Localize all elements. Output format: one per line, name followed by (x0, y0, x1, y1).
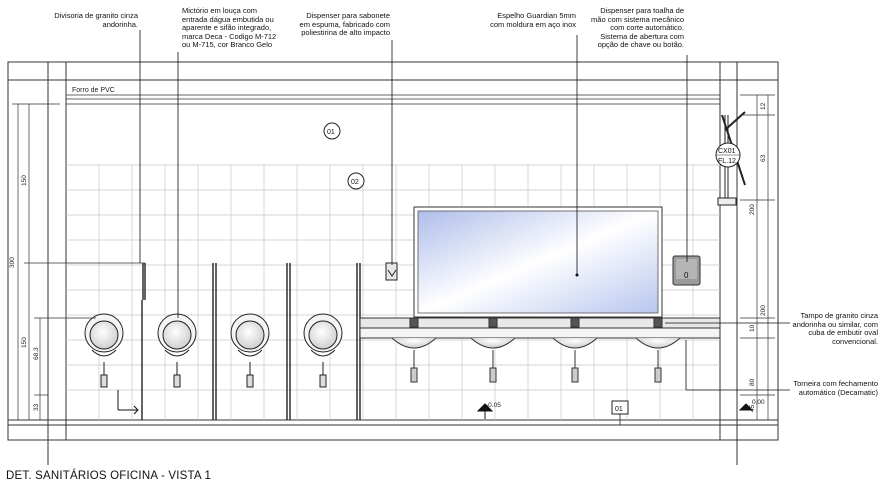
tag-01-box: 01 (615, 406, 623, 413)
urinal-1 (84, 313, 124, 388)
sink-4 (635, 317, 681, 383)
sink-1 (391, 317, 437, 383)
drawing-title: DET. SANITÁRIOS OFICINA - VISTA 1 (6, 470, 212, 482)
tag-01-circle: 01 (327, 129, 335, 136)
tag-cx: CX01 (718, 148, 736, 155)
mirror (413, 206, 663, 318)
dim-80: 80 (749, 378, 756, 386)
tag-02-circle-shape (347, 172, 365, 190)
callout-countertop: Tampo de granito cinza andorinha ou simi… (792, 311, 878, 346)
dim-200-mid: 200 (760, 305, 767, 316)
dim-45: 45 (749, 404, 756, 412)
soap-dispenser (385, 262, 398, 281)
urinal-3 (230, 313, 270, 388)
callout-mirror: Espelho Guardian 5mm com moldura em aço … (490, 11, 576, 29)
dim-300: 300 (9, 257, 16, 268)
drain-symbol (117, 390, 139, 415)
wall-frame (7, 61, 779, 465)
urinal-2 (157, 313, 197, 388)
granite-partitions (141, 263, 361, 420)
dim-12: 12 (760, 102, 767, 110)
sink-2 (470, 317, 516, 383)
tag-02-circle: 02 (351, 179, 359, 186)
dim-200-top: 200 (749, 204, 756, 215)
tag-01-circle-shape (323, 122, 341, 140)
dim-10: 10 (749, 324, 756, 332)
callout-partition: Divisoria de granito cinza andorinha. (54, 11, 138, 29)
tag-fl: FL.12 (718, 158, 736, 165)
towel-dispenser: 0 (672, 255, 701, 286)
dim-150-bottom: 150 (21, 337, 28, 348)
level-marker-right (738, 403, 754, 411)
dim-63: 63 (760, 154, 767, 162)
right-dimensions (740, 94, 775, 420)
sink-3 (552, 317, 598, 383)
urinal-4 (303, 313, 343, 388)
level-floor-label: -0.05 (486, 402, 501, 409)
callout-urinal: Mictório em louça com entrada dágua embu… (182, 6, 277, 49)
leader-lines (139, 30, 790, 391)
callout-soap-dispenser: Dispenser para sabonete em espuma, fabri… (299, 11, 390, 37)
towel-dispenser-symbol: 0 (684, 271, 689, 280)
level-marker-floor (476, 403, 494, 419)
callout-faucet: Torneira com fechamento automático (Deca… (793, 379, 878, 397)
dim-150-top: 150 (21, 175, 28, 186)
dim-68: 68.3 (33, 347, 40, 360)
ceiling-label: Forro de PVC (72, 87, 115, 94)
dim-33: 33 (33, 403, 40, 411)
pvc-ceiling (66, 94, 720, 105)
callout-towel-dispenser: Dispenser para toalha de mão com sistema… (591, 6, 684, 49)
left-dimensions (12, 103, 145, 421)
level-right-label: 0.00 (752, 399, 765, 406)
